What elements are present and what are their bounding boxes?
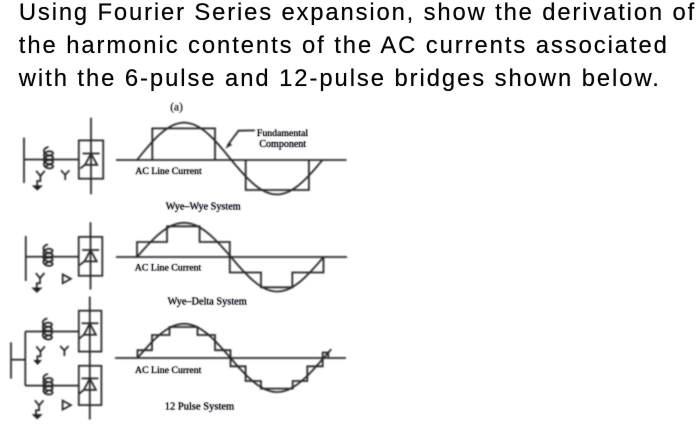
svg-text:AC Line Current: AC Line Current [135,365,202,376]
svg-text:Component: Component [259,139,306,150]
svg-text:Fundamental: Fundamental [257,128,308,139]
svg-text:AC Line Current: AC Line Current [135,263,202,274]
svg-text:AC Line Current: AC Line Current [135,263,202,274]
svg-text:Wye–Wye System: Wye–Wye System [166,201,241,212]
svg-text:Wye–Delta System: Wye–Delta System [168,297,247,308]
svg-text:12 Pulse System: 12 Pulse System [165,401,234,412]
svg-text:(a): (a) [170,101,183,113]
svg-text:Wye–Delta System: Wye–Delta System [168,297,247,308]
svg-text:AC Line Current: AC Line Current [135,365,202,376]
svg-text:AC Line Current: AC Line Current [135,166,202,177]
svg-text:(a): (a) [170,101,183,113]
svg-text:Wye–Wye System: Wye–Wye System [166,201,241,212]
svg-text:12 Pulse System: 12 Pulse System [165,401,234,412]
svg-text:Fundamental: Fundamental [257,128,308,139]
svg-text:AC Line Current: AC Line Current [135,166,202,177]
svg-text:Component: Component [259,139,306,150]
